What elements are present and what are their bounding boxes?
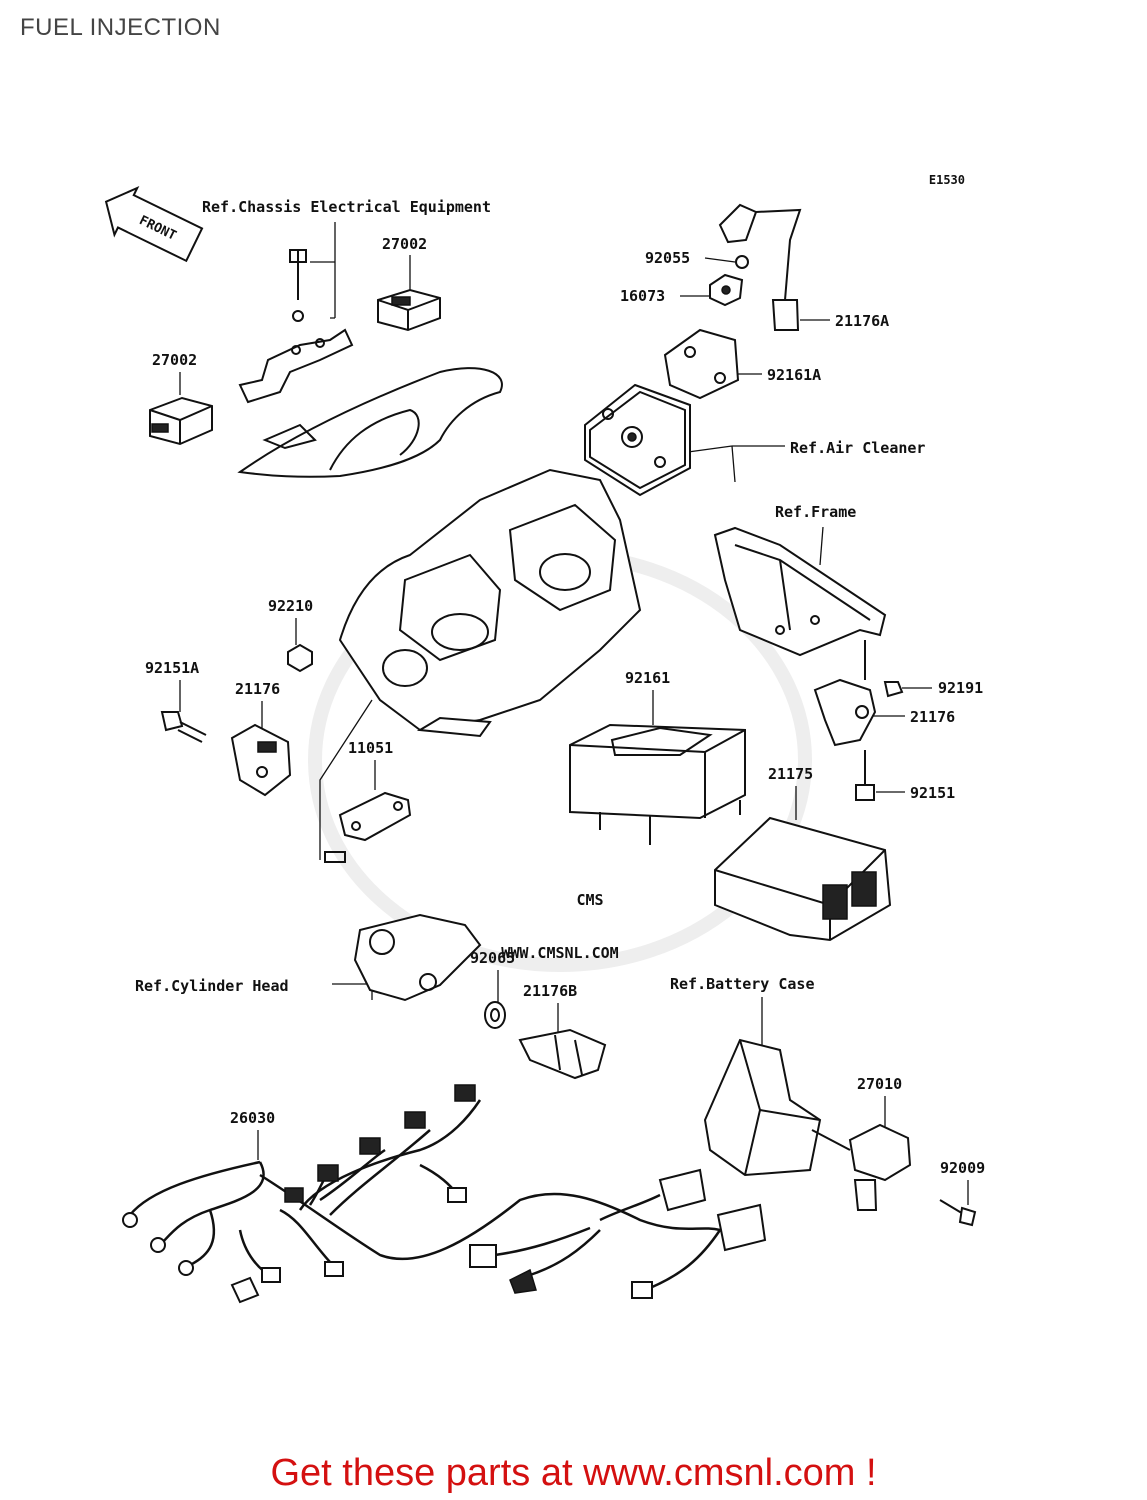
part-label-26030: 26030 — [230, 1109, 275, 1127]
chassis-bracket — [238, 249, 354, 404]
part-label-92161: 92161 — [625, 669, 670, 687]
bracket-92161A — [663, 328, 740, 400]
part-label-92009: 92009 — [940, 1159, 985, 1177]
battery-case — [703, 1038, 822, 1177]
part-label-92151: 92151 — [910, 784, 955, 802]
upper-cover — [237, 367, 503, 478]
sensor-21176B — [518, 1028, 607, 1080]
sensor-27010 — [811, 1123, 912, 1211]
part-label-16073: 16073 — [620, 287, 665, 305]
part-label-92191: 92191 — [938, 679, 983, 697]
diagram-code: E1530 — [929, 173, 965, 187]
ref-chassis-electrical: Ref.Chassis Electrical Equipment — [202, 198, 491, 216]
part-label-11051: 11051 — [348, 739, 393, 757]
relay-27002-top — [377, 288, 441, 332]
bracket-92161 — [569, 723, 746, 845]
part-label-92210: 92210 — [268, 597, 313, 615]
part-label-92151A: 92151A — [145, 659, 199, 677]
ref-air-cleaner: Ref.Air Cleaner — [790, 439, 925, 457]
part-label-92065: 92065 — [470, 949, 515, 967]
sensor-21176A — [718, 203, 802, 331]
cylinder-head-part — [353, 913, 482, 1002]
nut-92210 — [287, 643, 313, 673]
ref-frame: Ref.Frame — [775, 503, 856, 521]
bracket-11051 — [324, 791, 412, 863]
fitting-16073 — [709, 273, 744, 307]
part-label-21176A: 21176A — [835, 312, 889, 330]
relay-27002-left — [149, 396, 213, 446]
front-arrow-icon: FRONT — [104, 185, 204, 263]
air-cleaner-plate — [584, 383, 691, 497]
part-label-92161A: 92161A — [767, 366, 821, 384]
bolt-92151A — [160, 711, 207, 743]
ref-battery-case: Ref.Battery Case — [670, 975, 815, 993]
frame-bracket — [713, 526, 887, 657]
wiring-harness-26030 — [122, 1084, 767, 1304]
part-label-21176-right: 21176 — [910, 708, 955, 726]
part-label-27002-top: 27002 — [382, 235, 427, 253]
part-label-92055: 92055 — [645, 249, 690, 267]
part-label-21175: 21175 — [768, 765, 813, 783]
page-title: FUEL INJECTION — [20, 14, 221, 41]
sensor-21176-right — [813, 678, 904, 801]
footer-link[interactable]: Get these parts at www.cmsnl.com ! — [270, 1452, 877, 1494]
part-label-27010: 27010 — [857, 1075, 902, 1093]
washer-92065 — [484, 1001, 506, 1029]
watermark-logo: CMS — [576, 891, 603, 909]
watermark-url: WWW.CMSNL.COM — [501, 944, 618, 962]
bolt-92009 — [939, 1199, 977, 1227]
part-label-27002-left: 27002 — [152, 351, 197, 369]
part-label-21176B: 21176B — [523, 982, 577, 1000]
air-duct-housing — [338, 468, 642, 738]
ref-cylinder-head: Ref.Cylinder Head — [135, 977, 289, 995]
part-label-21176-left: 21176 — [235, 680, 280, 698]
ecu-21175 — [714, 816, 892, 942]
sensor-21176-left — [230, 723, 292, 797]
